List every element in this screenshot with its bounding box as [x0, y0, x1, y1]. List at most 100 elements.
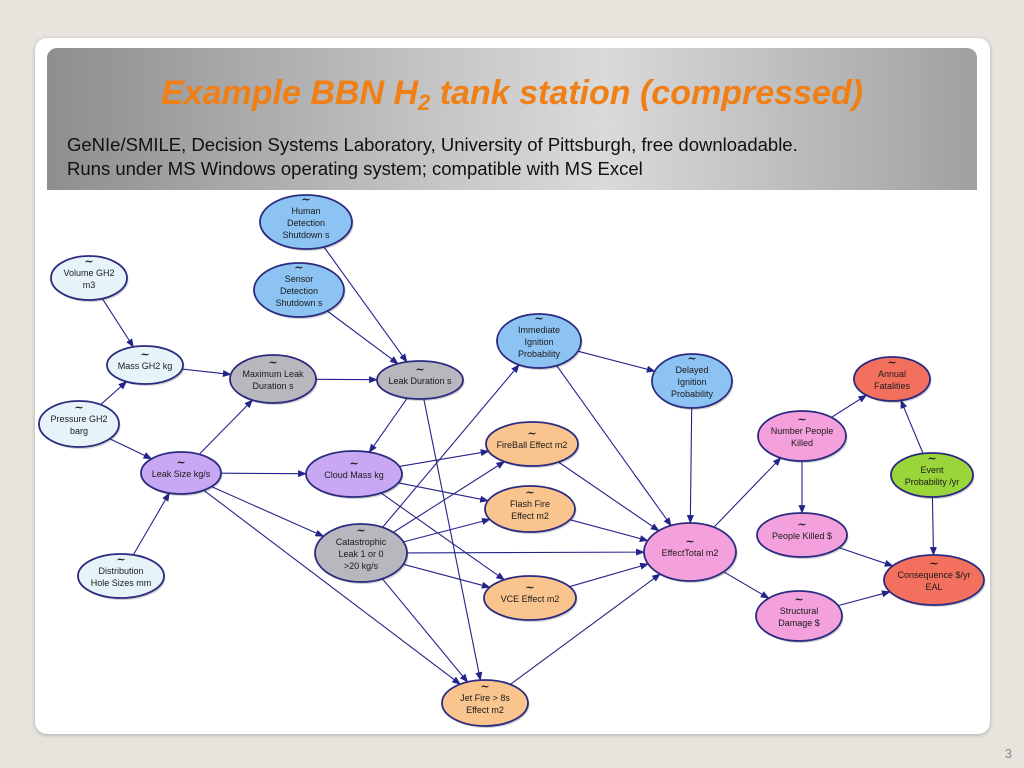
node-ellipse: [890, 452, 974, 498]
node-ellipse: [755, 590, 843, 642]
node-label: Human: [291, 206, 320, 216]
edge-number_killed-to-annual_fatalities: [831, 394, 868, 418]
edge-flash_fire-to-effect_total: [569, 519, 649, 542]
tilde-icon: ~: [927, 452, 936, 465]
edge-sensor_detection-to-leak_duration: [326, 310, 399, 365]
node-label: Ignition: [524, 337, 553, 347]
title-subscript: 2: [418, 90, 431, 115]
node-cloud-mass[interactable]: ~Cloud Mass kg: [305, 450, 404, 499]
edge-catastrophic-to-flash_fire: [403, 517, 491, 543]
node-label: Sensor: [285, 274, 314, 284]
node-label: >20 kg/s: [344, 561, 379, 571]
tilde-icon: ~: [794, 593, 803, 606]
node-label: Catastrophic: [336, 537, 387, 547]
node-label: Fatalities: [874, 381, 911, 391]
node-label: Leak 1 or 0: [338, 549, 383, 559]
tilde-icon: ~: [176, 456, 185, 469]
edge-pressure_gh2-to-mass_gh2: [100, 381, 128, 406]
edge-catastrophic-to-vce: [403, 563, 491, 589]
node-label: Damage $: [778, 618, 820, 628]
node-leak-duration[interactable]: ~Leak Duration s: [376, 360, 465, 401]
tilde-icon: ~: [797, 413, 806, 426]
node-label: People Killed $: [772, 531, 832, 541]
edge-layer: [100, 246, 937, 685]
edge-fireball-to-effect_total: [558, 461, 660, 532]
tilde-icon: ~: [525, 486, 534, 499]
node-label: Effect m2: [466, 705, 504, 715]
edge-distribution-to-leak_size: [132, 492, 170, 556]
node-label: Consequence $/yr: [897, 570, 970, 580]
edge-leak_duration-to-jet_fire: [423, 398, 483, 681]
node-ellipse: [485, 421, 579, 467]
node-label: Hole Sizes mm: [91, 578, 152, 588]
node-label: Detection: [287, 218, 325, 228]
page-number: 3: [1004, 746, 1012, 761]
node-label: Annual: [878, 369, 906, 379]
node-label: Jet Fire > 8s: [460, 693, 510, 703]
tilde-icon: ~: [797, 518, 806, 531]
node-fireball[interactable]: ~FireBall Effect m2: [485, 421, 580, 468]
edge-catastrophic-to-jet_fire: [381, 578, 469, 683]
node-ellipse: [757, 410, 847, 462]
tilde-icon: ~: [356, 524, 365, 537]
edge-cloud_mass-to-flash_fire: [398, 482, 489, 503]
node-label: Mass GH2 kg: [118, 361, 173, 371]
tilde-icon: ~: [525, 581, 534, 594]
node-label: Probability: [518, 349, 561, 359]
node-vce[interactable]: ~VCE Effect m2: [483, 575, 578, 622]
node-leak-size[interactable]: ~Leak Size kg/s: [140, 451, 223, 496]
edge-pressure_gh2-to-leak_size: [109, 438, 153, 460]
slide-title: Example BBN H2 tank station (compressed): [161, 74, 863, 115]
node-people-killed[interactable]: ~People Killed $: [756, 512, 849, 559]
edge-mass_gh2-to-max_leak_duration: [182, 368, 232, 378]
title-banner: [47, 48, 977, 190]
edge-effect_total-to-number_killed: [713, 457, 782, 528]
tilde-icon: ~: [116, 553, 125, 566]
node-label: Shutdown s: [282, 230, 330, 240]
tilde-icon: ~: [685, 535, 694, 548]
tilde-icon: ~: [534, 312, 543, 325]
slide-subtitle: GeNIe/SMILE, Decision Systems Laboratory…: [67, 133, 798, 181]
edge-delayed_ignition-to-effect_total: [686, 407, 694, 524]
node-mass-gh2[interactable]: ~Mass GH2 kg: [106, 345, 185, 386]
node-effect-total[interactable]: ~EffectTotal m2: [643, 522, 738, 583]
node-label: FireBall Effect m2: [497, 440, 568, 450]
subtitle-line-2: Runs under MS Windows operating system; …: [67, 158, 643, 179]
tilde-icon: ~: [415, 363, 424, 376]
node-ellipse: [77, 553, 165, 599]
node-ellipse: [140, 451, 222, 495]
edge-cloud_mass-to-fireball: [399, 449, 490, 467]
tilde-icon: ~: [887, 356, 896, 369]
node-label: Probability: [671, 389, 714, 399]
edge-leak_size-to-max_leak_duration: [198, 399, 254, 455]
node-label: barg: [70, 426, 88, 436]
node-label: Pressure GH2: [50, 414, 107, 424]
node-label: Ignition: [677, 377, 706, 387]
edge-leak_duration-to-cloud_mass: [368, 397, 408, 453]
tilde-icon: ~: [687, 352, 696, 365]
edge-vce-to-effect_total: [569, 562, 649, 588]
edge-catastrophic-to-effect_total: [406, 548, 645, 556]
node-ellipse: [376, 360, 464, 400]
node-label: Leak Size kg/s: [152, 469, 211, 479]
edge-catastrophic-to-immediate_ignition: [382, 364, 520, 528]
node-ellipse: [853, 356, 931, 402]
node-ellipse: [314, 523, 408, 583]
